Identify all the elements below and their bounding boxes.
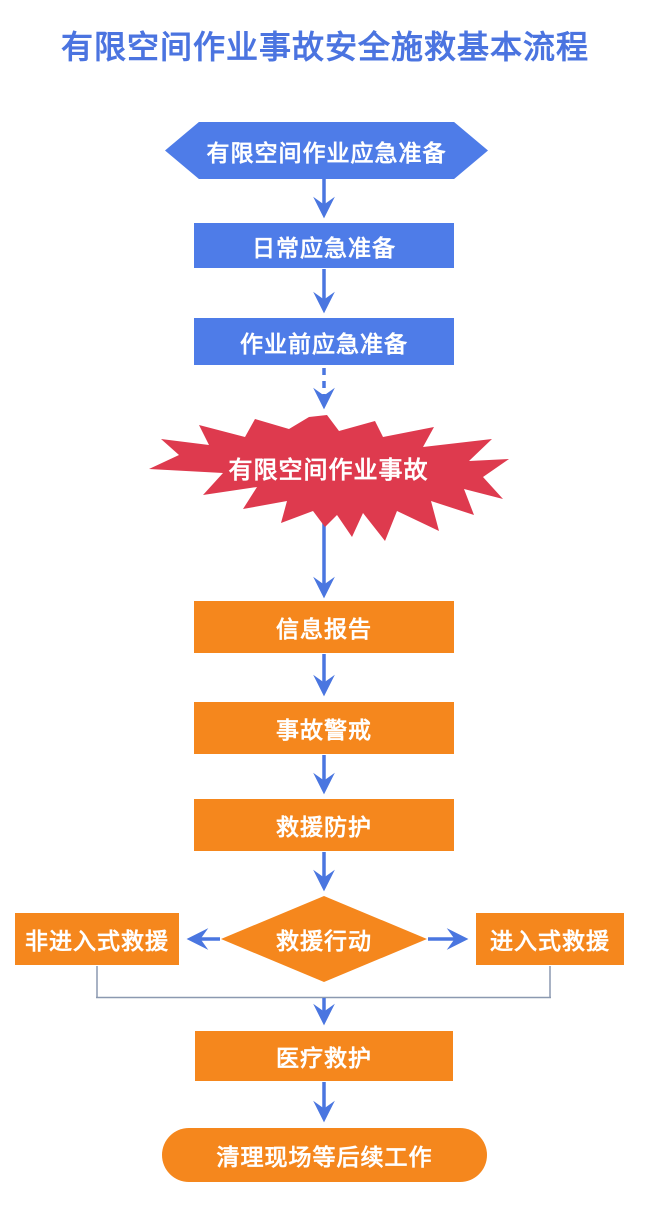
page-title: 有限空间作业事故安全施救基本流程 bbox=[60, 29, 589, 65]
node-information-report: 信息报告 bbox=[194, 601, 454, 653]
node-daily-preparation: 日常应急准备 bbox=[194, 223, 454, 268]
node-entry-rescue: 进入式救援 bbox=[476, 913, 624, 965]
node-non-entry-rescue: 非进入式救援 bbox=[15, 913, 179, 965]
node-medical-care: 医疗救护 bbox=[195, 1031, 453, 1081]
node-pre-work-preparation: 作业前应急准备 bbox=[194, 318, 454, 365]
node-accident-alert: 事故警戒 bbox=[194, 702, 454, 754]
node-emergency-preparation: 有限空间作业应急准备 bbox=[165, 122, 488, 179]
node-accident-label: 有限空间作业事故 bbox=[228, 456, 429, 484]
node-rescue-protection: 救援防护 bbox=[194, 799, 454, 851]
node-site-cleanup: 清理现场等后续工作 bbox=[162, 1128, 487, 1182]
accident-starburst-shape bbox=[149, 415, 509, 541]
